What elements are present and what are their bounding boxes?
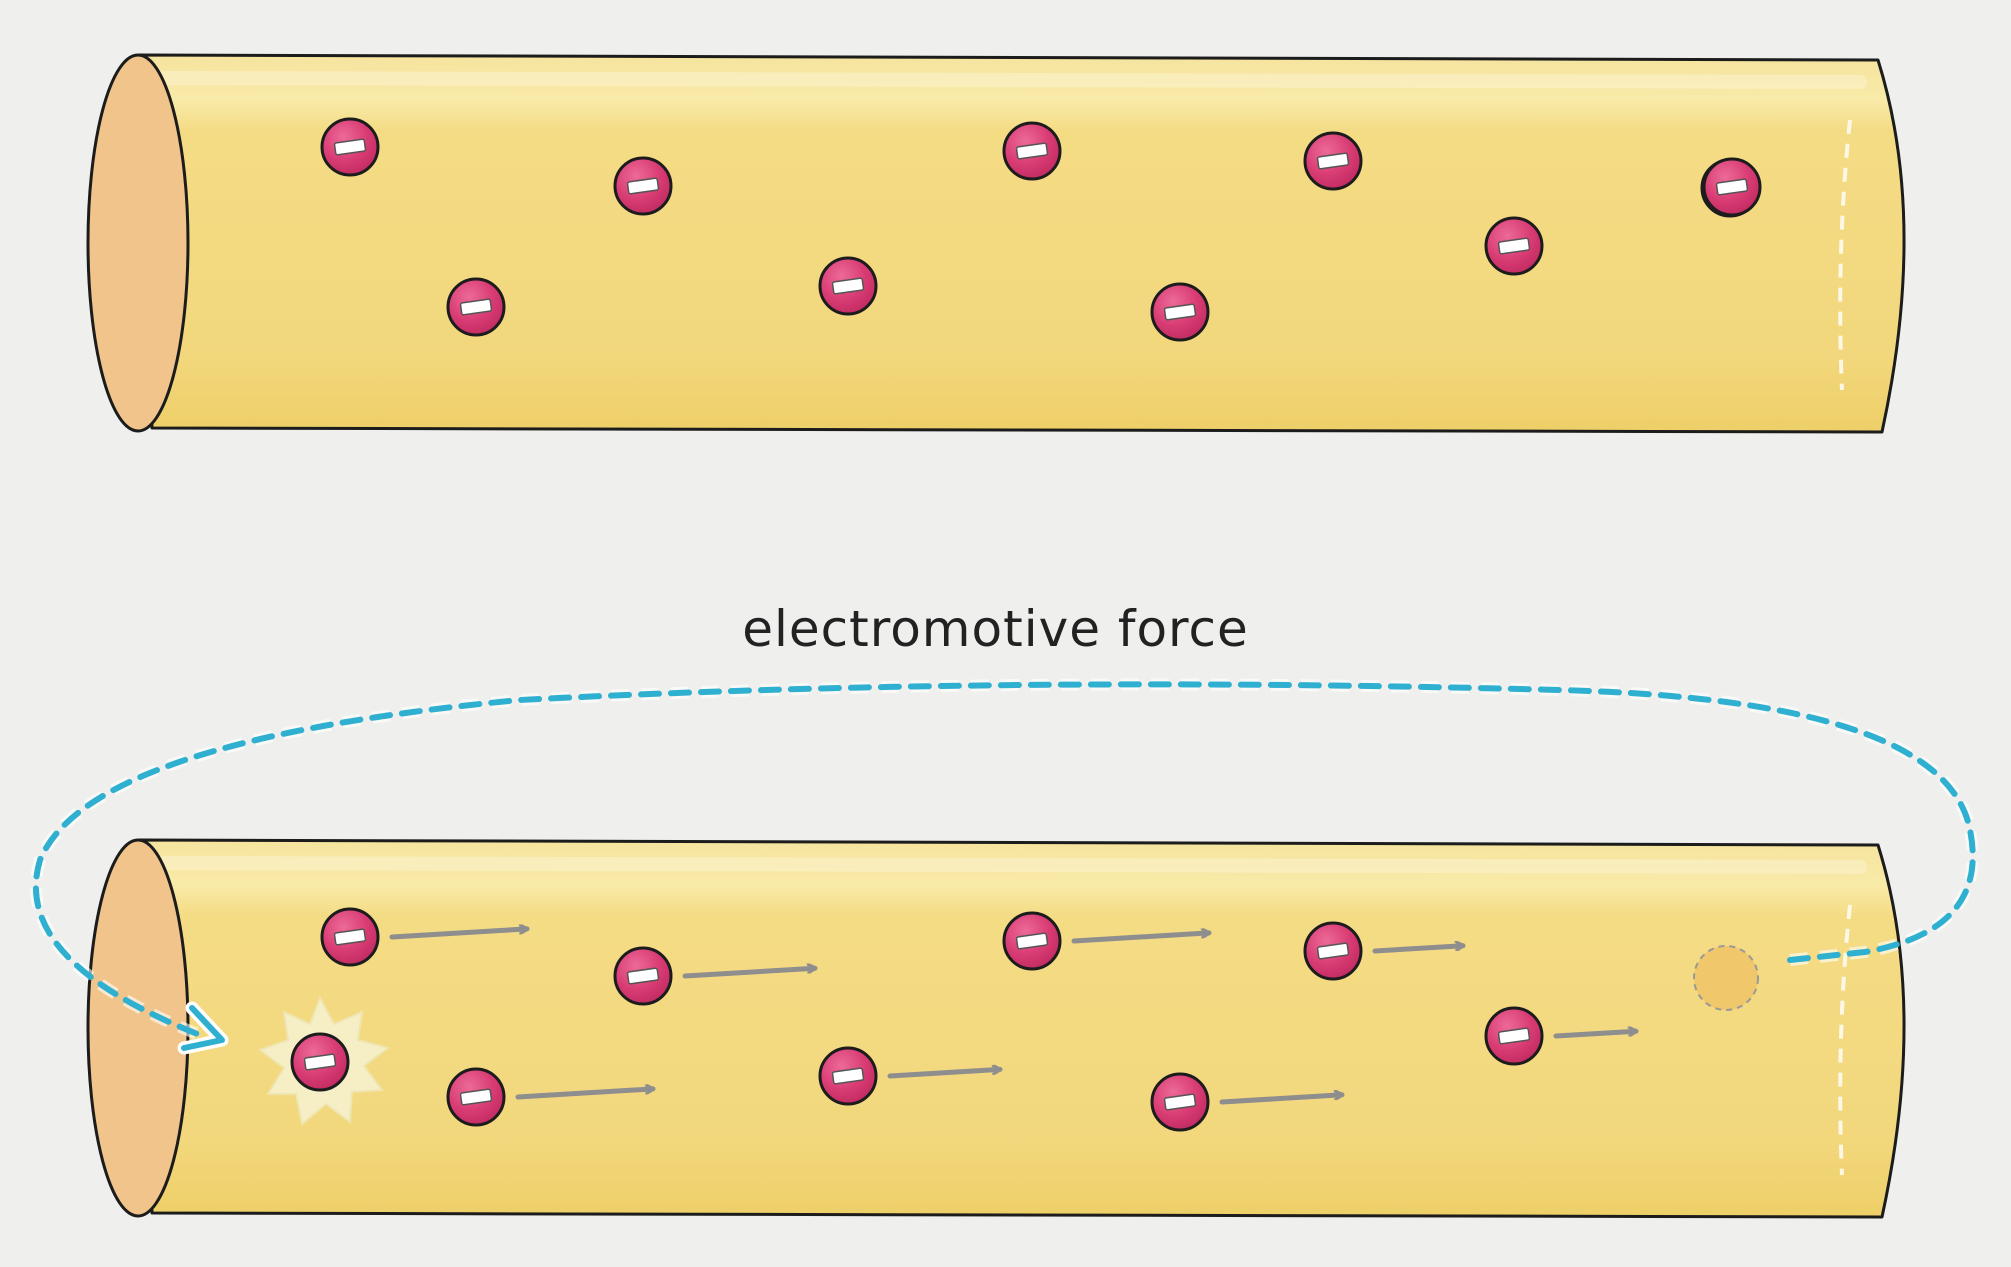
electron-bottom-1 — [320, 907, 380, 967]
electron-bottom-3 — [1002, 911, 1062, 971]
emf-arrowhead — [181, 1005, 225, 1051]
electron-top-10 — [1702, 157, 1762, 217]
vacancy-circle — [1693, 945, 1759, 1011]
electrons — [290, 117, 1762, 1132]
electron-top-7 — [818, 256, 878, 316]
drift-arrow-5 — [515, 1089, 656, 1100]
wire-top-body — [138, 53, 1906, 434]
electron-injected — [290, 1032, 350, 1092]
drift-arrow-4 — [1372, 946, 1466, 954]
wire-bottom-far-end — [1838, 904, 1852, 1176]
wire-bottom-near-end — [86, 838, 190, 1218]
electron-bottom-6 — [818, 1046, 878, 1106]
electron-top-8 — [1150, 282, 1210, 342]
electron-top-3 — [1002, 121, 1062, 181]
wire-top-near-end — [86, 53, 190, 433]
drift-arrow-8 — [1553, 1031, 1639, 1039]
electron-bottom-2 — [613, 946, 673, 1006]
electron-top-1 — [320, 117, 380, 177]
emf-path — [29, 678, 1979, 1055]
wire-bottom — [86, 838, 1906, 1219]
electron-top-4 — [1303, 131, 1363, 191]
drift-arrow-7 — [1219, 1095, 1345, 1105]
electron-top-9 — [1484, 216, 1544, 276]
wire-top-highlight — [153, 71, 1867, 89]
drift-arrow-1 — [389, 929, 530, 940]
electron-top-6 — [446, 277, 506, 337]
wire-bottom-highlight — [153, 856, 1867, 874]
electron-top-2 — [613, 156, 673, 216]
electron-bottom-7 — [1150, 1072, 1210, 1132]
electron-bottom-4 — [1303, 921, 1363, 981]
drift-arrow-6 — [887, 1069, 1003, 1079]
emf-path-line — [32, 681, 1976, 1038]
electron-bottom-5 — [446, 1067, 506, 1127]
emf-label: electromotive force — [742, 600, 1249, 658]
wire-bottom-body — [138, 838, 1906, 1219]
wire-top-far-end — [1838, 119, 1852, 391]
drift-arrow-3 — [1071, 933, 1212, 944]
wire-top — [86, 53, 1906, 434]
electron-bottom-8 — [1484, 1006, 1544, 1066]
drift-arrow-2 — [682, 968, 818, 979]
drift-arrows — [389, 929, 1639, 1105]
